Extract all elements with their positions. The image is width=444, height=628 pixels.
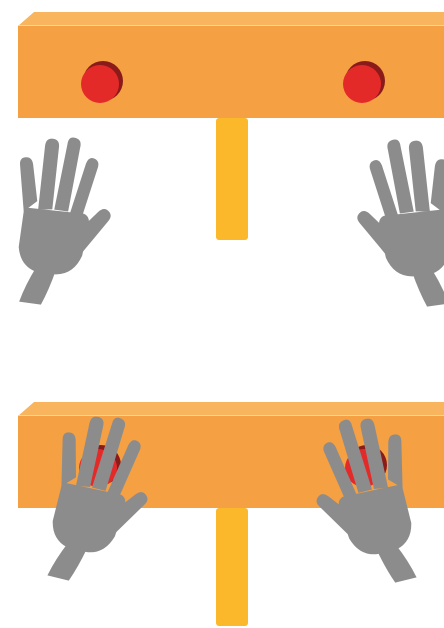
device-top-face [18, 402, 444, 416]
panel-hands-away [1, 12, 444, 315]
support-post [216, 508, 248, 626]
device-top-face [18, 12, 444, 26]
support-post [216, 118, 248, 240]
left-hand-glove-icon [1, 131, 121, 313]
right-hand-glove-icon [347, 133, 444, 315]
panel-hands-on-buttons [18, 402, 444, 626]
left-button [81, 65, 119, 103]
right-button [343, 65, 381, 103]
